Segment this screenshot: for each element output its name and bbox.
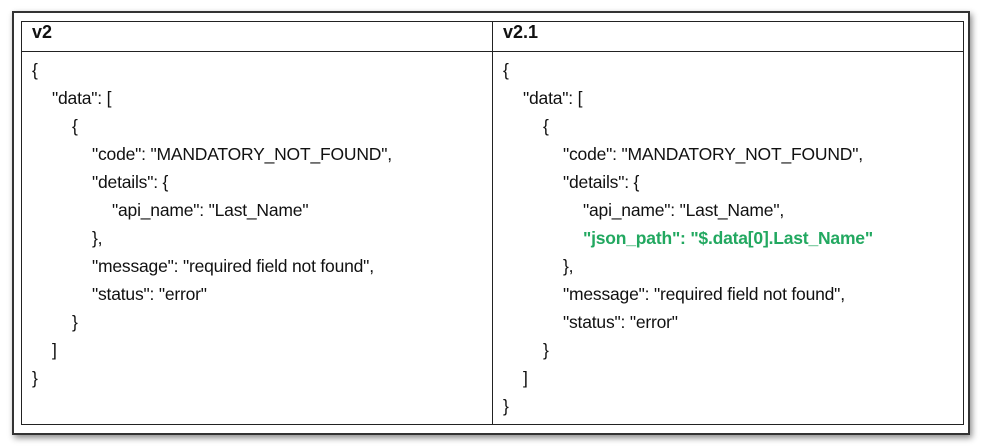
code-line: }: [503, 396, 509, 416]
code-line: "data": [: [523, 88, 583, 108]
column-header-v2: v2: [21, 21, 493, 52]
code-line: "details": {: [563, 172, 640, 192]
version-comparison-table: v2 v2.1 { "data": [ { "code": "MANDATORY_NO…: [21, 21, 964, 425]
code-line: {: [503, 60, 509, 80]
code-cell-v2: { "data": [ { "code": "MANDATORY_NOT_FOUND"…: [21, 51, 493, 425]
code-line: "code": "MANDATORY_NOT_FOUND",: [92, 144, 392, 164]
code-line: },: [563, 256, 574, 276]
code-line: "status": "error": [563, 312, 678, 332]
code-line: ]: [52, 340, 57, 360]
code-line: "api_name": "Last_Name": [112, 200, 309, 220]
code-line: "data": [: [52, 88, 112, 108]
code-line: }: [543, 340, 549, 360]
code-line: "message": "required field not found",: [563, 284, 845, 304]
code-line: {: [32, 60, 38, 80]
code-line: }: [32, 368, 38, 388]
comparison-frame: v2 v2.1 { "data": [ { "code": "MANDATORY_NO…: [12, 11, 970, 435]
code-cell-v2-1: { "data": [ { "code": "MANDATORY_NOT_FOUND"…: [492, 51, 964, 425]
code-line: "details": {: [92, 172, 169, 192]
code-line: ]: [523, 368, 528, 388]
code-line: {: [543, 116, 549, 136]
code-line: },: [92, 228, 103, 248]
code-line: }: [72, 312, 78, 332]
code-line: {: [72, 116, 78, 136]
highlighted-code-line: "json_path": "$.data[0].Last_Name": [583, 228, 873, 248]
code-line: "status": "error": [92, 284, 207, 304]
code-line: "api_name": "Last_Name",: [583, 200, 784, 220]
column-header-v2-1: v2.1: [492, 21, 964, 52]
code-line: "code": "MANDATORY_NOT_FOUND",: [563, 144, 863, 164]
code-line: "message": "required field not found",: [92, 256, 374, 276]
